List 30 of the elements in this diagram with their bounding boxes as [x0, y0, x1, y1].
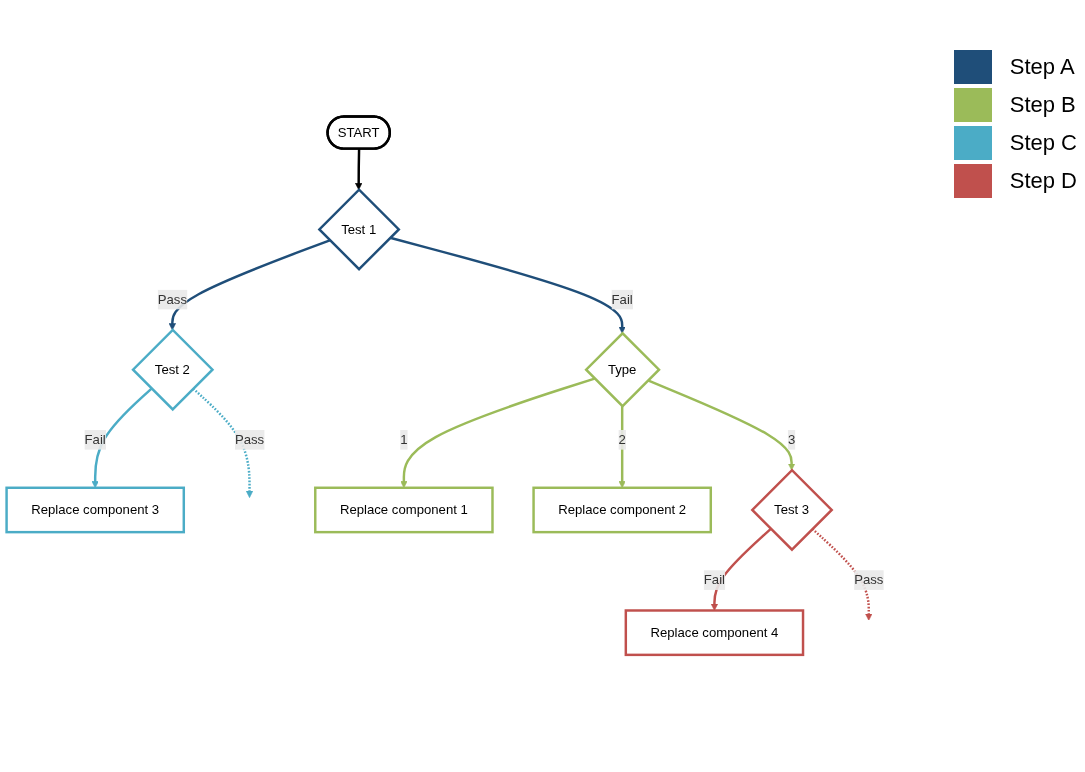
edge-label: 1: [400, 432, 408, 447]
arrow: [618, 406, 626, 489]
edge-label: Pass: [157, 292, 187, 307]
edge-label: Fail: [703, 572, 726, 587]
legend-label: Step B: [1009, 92, 1076, 118]
node-box: Replace component 2: [532, 486, 712, 534]
node-box: Replace component 3: [5, 486, 186, 534]
legend-label: Step A: [1009, 54, 1075, 80]
arrow: [389, 236, 626, 334]
node-diamond: Test 2: [131, 328, 215, 412]
arrow: [355, 149, 363, 191]
edge-label: 2: [618, 432, 626, 447]
node-diamond: Type: [584, 331, 661, 409]
arrow: [811, 528, 873, 621]
node-box: Replace component 4: [624, 609, 805, 657]
edge-label: Pass: [234, 432, 265, 447]
legend-label: Step C: [1009, 130, 1077, 156]
arrow: [192, 387, 254, 499]
node-diamond: Test 1: [317, 188, 401, 272]
edge-label: Fail: [611, 292, 633, 307]
edge-label: Fail: [84, 432, 106, 447]
edge-label: Pass: [854, 572, 884, 587]
node-box: Replace component 1: [314, 486, 494, 534]
arrow: [91, 387, 153, 489]
arrow: [168, 239, 331, 331]
arrow: [647, 379, 796, 471]
node-diamond: Test 3: [750, 468, 834, 552]
legend-label: Step D: [1009, 168, 1077, 194]
edge-label: 3: [787, 432, 796, 447]
arrow: [400, 377, 595, 489]
